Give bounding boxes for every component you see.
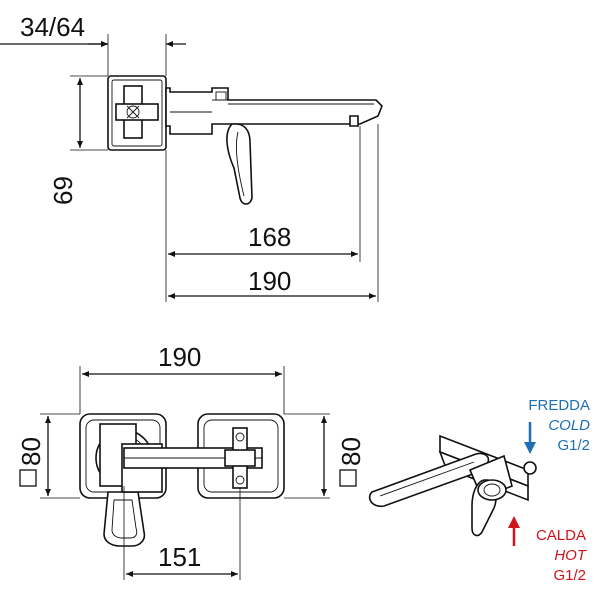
dim-center-distance: 151 bbox=[158, 542, 201, 572]
square-symbol-right bbox=[339, 469, 357, 487]
side-lever-handle bbox=[226, 123, 253, 205]
dim-plate-left: 80 bbox=[16, 437, 46, 466]
perspective-view bbox=[368, 434, 537, 537]
side-view: 34/64 69 168 190 bbox=[0, 12, 383, 302]
hot-label-it: CALDA bbox=[536, 527, 586, 544]
dim-plate-right: 80 bbox=[336, 437, 366, 466]
perspective-spout bbox=[368, 452, 490, 508]
square-symbol-left bbox=[19, 469, 37, 487]
dim-height: 69 bbox=[48, 176, 78, 205]
dim-spout-length: 168 bbox=[248, 222, 291, 252]
side-valve-cross bbox=[115, 85, 159, 139]
cold-thread: G1/2 bbox=[557, 437, 590, 454]
cold-inlet-callout: FREDDA COLD G1/2 bbox=[524, 397, 590, 454]
dim-front-width: 190 bbox=[158, 342, 201, 372]
front-view: 190 151 80 80 bbox=[16, 342, 366, 580]
hot-label-en: HOT bbox=[554, 547, 588, 564]
perspective-inlet-cold bbox=[523, 461, 537, 475]
dim-total-length: 190 bbox=[248, 266, 291, 296]
side-aerator bbox=[349, 115, 359, 127]
side-wall-plate-inner bbox=[111, 79, 163, 147]
dim-setback: 34/64 bbox=[20, 12, 85, 42]
hot-thread: G1/2 bbox=[553, 567, 586, 584]
hot-inlet-callout: CALDA HOT G1/2 bbox=[508, 516, 588, 584]
cold-label-it: FREDDA bbox=[528, 397, 590, 414]
front-valve-cross bbox=[224, 427, 256, 489]
cold-label-en: COLD bbox=[548, 417, 590, 434]
side-spout-body bbox=[165, 87, 383, 135]
